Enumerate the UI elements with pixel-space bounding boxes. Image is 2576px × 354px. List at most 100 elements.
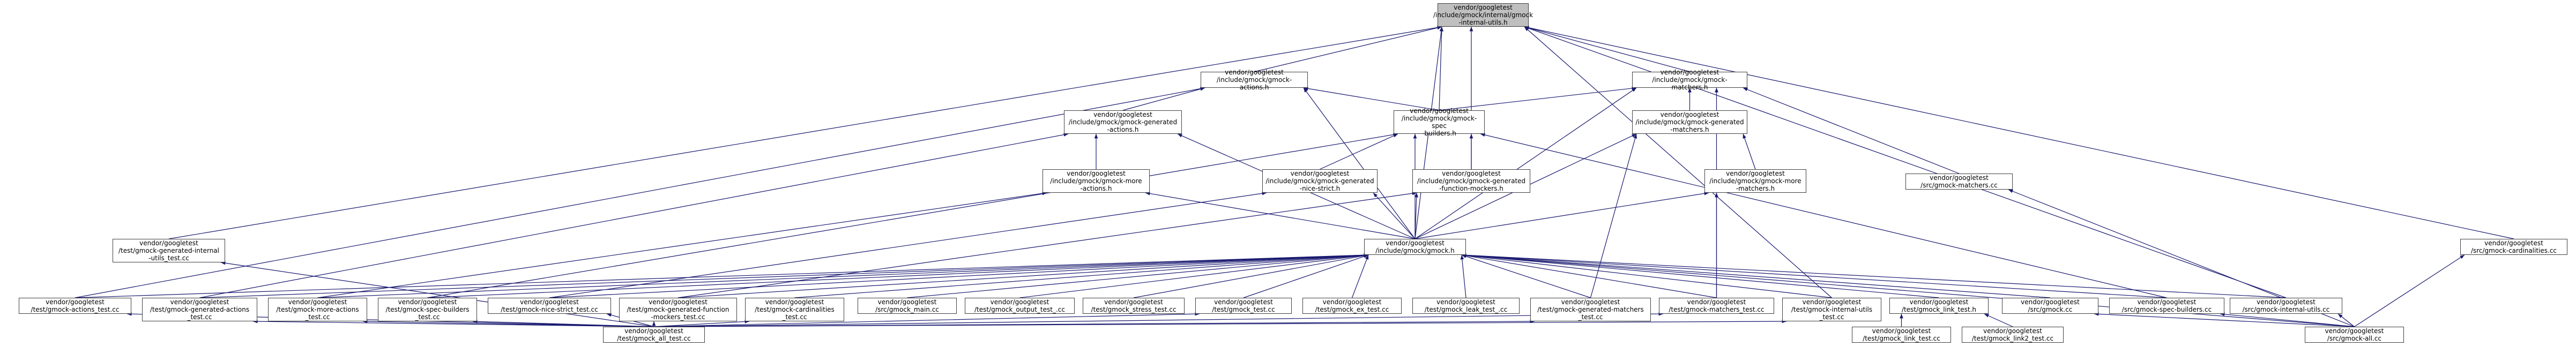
edge-src-gmock-to-gmock-h — [1461, 253, 2051, 298]
edge-gmock-h-to-more-actions — [1145, 192, 1416, 239]
node-t-internal-utils[interactable]: vendor/googletest /test/gmock-internal-u… — [1782, 298, 1881, 321]
edge-t-internal-utils-to-gmock-h — [1461, 253, 1832, 298]
node-root: vendor/googletest /include/gmock/interna… — [1433, 3, 1533, 27]
node-t-more-actions[interactable]: vendor/googletest /test/gmock-more-actio… — [268, 298, 367, 321]
edge-t-link2-cc-to-t-link — [1984, 313, 2013, 327]
edge-t-all-to-t-more-actions — [362, 319, 654, 327]
edge-matchers-to-root — [1524, 26, 1690, 72]
edge-t-internal-utils-to-root — [1524, 26, 1832, 298]
edge-gmock-h-to-matchers — [1414, 87, 1637, 239]
edge-src-internal-utils-to-gmock-h — [1461, 253, 2287, 298]
edge-src-matchers-to-matchers — [1743, 87, 1960, 174]
edge-t-leak-to-gmock-h — [1460, 254, 1466, 298]
node-src-internal-utils[interactable]: vendor/googletest /src/gmock-internal-ut… — [2230, 298, 2342, 314]
node-src-matchers[interactable]: vendor/googletest /src/gmock-matchers.cc — [1905, 174, 2013, 190]
edge-t-gen-matchers-to-gen-matchers — [1590, 133, 1637, 298]
node-t-stress[interactable]: vendor/googletest /test/gmock_stress_tes… — [1083, 298, 1185, 314]
node-gen-nice[interactable]: vendor/googletest /include/gmock/gmock-g… — [1262, 169, 1378, 193]
edge-t-gen-func-to-gen-func — [677, 191, 1417, 298]
edge-src-all-to-gmock-h — [1461, 253, 2355, 327]
edge-t-all-to-t-internal-utils — [653, 319, 1787, 327]
edge-t-gen-actions-to-gmock-h — [199, 253, 1369, 298]
node-t-gen-matchers[interactable]: vendor/googletest /test/gmock-generated-… — [1530, 298, 1651, 321]
edge-gen-nice-to-spec-builders — [1320, 133, 1398, 170]
edge-src-main-to-gmock-h — [907, 253, 1369, 298]
edge-t-nice-strict-to-gmock-h — [549, 253, 1369, 298]
node-gen-actions[interactable]: vendor/googletest /include/gmock/gmock-g… — [1064, 110, 1182, 134]
node-more-actions[interactable]: vendor/googletest /include/gmock/gmock-m… — [1043, 169, 1150, 193]
node-t-link2-cc[interactable]: vendor/googletest /test/gmock_link2_test… — [1962, 327, 2064, 343]
edge-t-spec-builders-to-gmock-h — [427, 253, 1369, 298]
node-t-test[interactable]: vendor/googletest /test/gmock_test.cc — [1195, 298, 1292, 314]
node-t-link-cc[interactable]: vendor/googletest /test/gmock_link_test.… — [1852, 327, 1951, 343]
node-src-gmock[interactable]: vendor/googletest /src/gmock.cc — [2002, 298, 2098, 314]
edge-gmock-h-to-actions — [1303, 87, 1416, 239]
edge-t-all-to-t-matchers — [653, 312, 1664, 327]
node-t-actions[interactable]: vendor/googletest /test/gmock-actions_te… — [19, 298, 131, 314]
node-t-gen-actions[interactable]: vendor/googletest /test/gmock-generated-… — [142, 298, 257, 321]
edge-src-all-to-src-internal-utils — [2337, 313, 2355, 327]
edge-t-actions-to-gmock-h — [75, 253, 1369, 298]
edge-t-output-to-gmock-h — [1019, 253, 1369, 298]
node-t-leak[interactable]: vendor/googletest /test/gmock_leak_test_… — [1412, 298, 1520, 314]
edge-gmock-h-to-more-matchers — [1414, 191, 1709, 239]
edge-t-more-actions-to-more-actions — [317, 191, 1047, 298]
edge-t-more-actions-to-gmock-h — [317, 253, 1369, 298]
node-t-gen-func[interactable]: vendor/googletest /test/gmock-generated-… — [619, 298, 737, 321]
node-src-main[interactable]: vendor/googletest /src/gmock_main.cc — [858, 298, 957, 314]
edge-t-all-to-t-test — [653, 312, 1200, 327]
node-gmock-h[interactable]: vendor/googletest /include/gmock/gmock.h — [1364, 239, 1466, 255]
node-src-spec-builders[interactable]: vendor/googletest /src/gmock-spec-builde… — [2109, 298, 2224, 314]
node-t-ex[interactable]: vendor/googletest /test/gmock_ex_test.cc — [1302, 298, 1402, 314]
node-t-spec-builders[interactable]: vendor/googletest /test/gmock-spec-build… — [378, 298, 477, 321]
edge-t-test-to-gmock-h — [1243, 254, 1369, 298]
edge-t-all-to-t-cardinalities — [653, 320, 750, 327]
edge-t-all-to-t-gen-actions — [252, 319, 654, 327]
edge-t-all-to-t-spec-builders — [472, 319, 654, 327]
node-gen-matchers[interactable]: vendor/googletest /include/gmock/gmock-g… — [1632, 110, 1747, 134]
edge-src-all-to-src-cardinalities — [2354, 254, 2465, 327]
edge-gen-internal-test-to-root — [168, 26, 1442, 239]
edge-t-ex-to-gmock-h — [1351, 254, 1369, 298]
node-t-matchers[interactable]: vendor/googletest /test/gmock-matchers_t… — [1659, 298, 1774, 314]
edge-t-actions-to-actions — [75, 87, 1205, 298]
node-gen-internal-test[interactable]: vendor/googletest /test/gmock-generated-… — [113, 239, 225, 262]
edge-spec-builders-to-actions — [1303, 87, 1440, 111]
edge-t-nice-strict-to-gen-nice — [549, 191, 1267, 298]
edge-src-internal-utils-to-root — [1524, 26, 2287, 298]
edge-t-gen-actions-to-gen-actions — [199, 133, 1069, 298]
edge-src-spec-builders-to-spec-builders — [1480, 133, 2167, 298]
node-t-nice-strict[interactable]: vendor/googletest /test/gmock-nice-stric… — [488, 298, 611, 314]
node-actions[interactable]: vendor/googletest /include/gmock/gmock-a… — [1201, 69, 1308, 91]
edge-t-spec-builders-to-spec-builders — [427, 133, 1398, 298]
edge-src-cardinalities-to-root — [1524, 26, 2514, 239]
edge-t-gen-matchers-to-gmock-h — [1461, 254, 1591, 298]
edge-gen-actions-to-actions — [1122, 87, 1205, 111]
node-src-all[interactable]: vendor/googletest /src/gmock-all.cc — [2305, 327, 2404, 343]
edge-more-matchers-to-gen-matchers — [1743, 133, 1756, 170]
edge-t-matchers-to-gmock-h — [1461, 254, 1717, 298]
edge-t-all-to-gen-internal-test — [220, 261, 654, 327]
node-gen-func[interactable]: vendor/googletest /include/gmock/gmock-g… — [1412, 169, 1530, 193]
node-t-output[interactable]: vendor/googletest /test/gmock_output_tes… — [965, 298, 1075, 314]
edge-t-link-to-gmock-h — [1461, 253, 1939, 298]
edge-spec-builders-to-matchers — [1439, 86, 1637, 111]
edge-gmock-h-to-gen-func — [1414, 192, 1419, 239]
edge-src-spec-builders-to-gmock-h — [1461, 253, 2167, 298]
edge-t-stress-to-gmock-h — [1133, 254, 1369, 298]
node-t-all[interactable]: vendor/googletest /test/gmock_all_test.c… — [603, 327, 705, 343]
node-matchers[interactable]: vendor/googletest /include/gmock/gmock-m… — [1632, 69, 1747, 91]
node-more-matchers[interactable]: vendor/googletest /include/gmock/gmock-m… — [1704, 169, 1806, 193]
edge-t-gen-func-to-gmock-h — [677, 253, 1369, 298]
edge-t-cardinalities-to-gmock-h — [794, 253, 1369, 298]
node-src-cardinalities[interactable]: vendor/googletest /src/gmock-cardinaliti… — [2460, 239, 2567, 255]
edge-actions-to-root — [1254, 26, 1442, 72]
node-t-cardinalities[interactable]: vendor/googletest /test/gmock-cardinalit… — [745, 298, 844, 321]
edge-src-all-to-src-gmock — [2094, 312, 2355, 327]
edge-src-all-to-src-spec-builders — [2220, 312, 2355, 327]
node-t-link[interactable]: vendor/googletest /test/gmock_link_test.… — [1889, 298, 1989, 314]
edge-spec-builders-to-root — [1439, 26, 1444, 111]
node-spec-builders[interactable]: vendor/googletest /include/gmock/gmock-s… — [1394, 107, 1485, 137]
